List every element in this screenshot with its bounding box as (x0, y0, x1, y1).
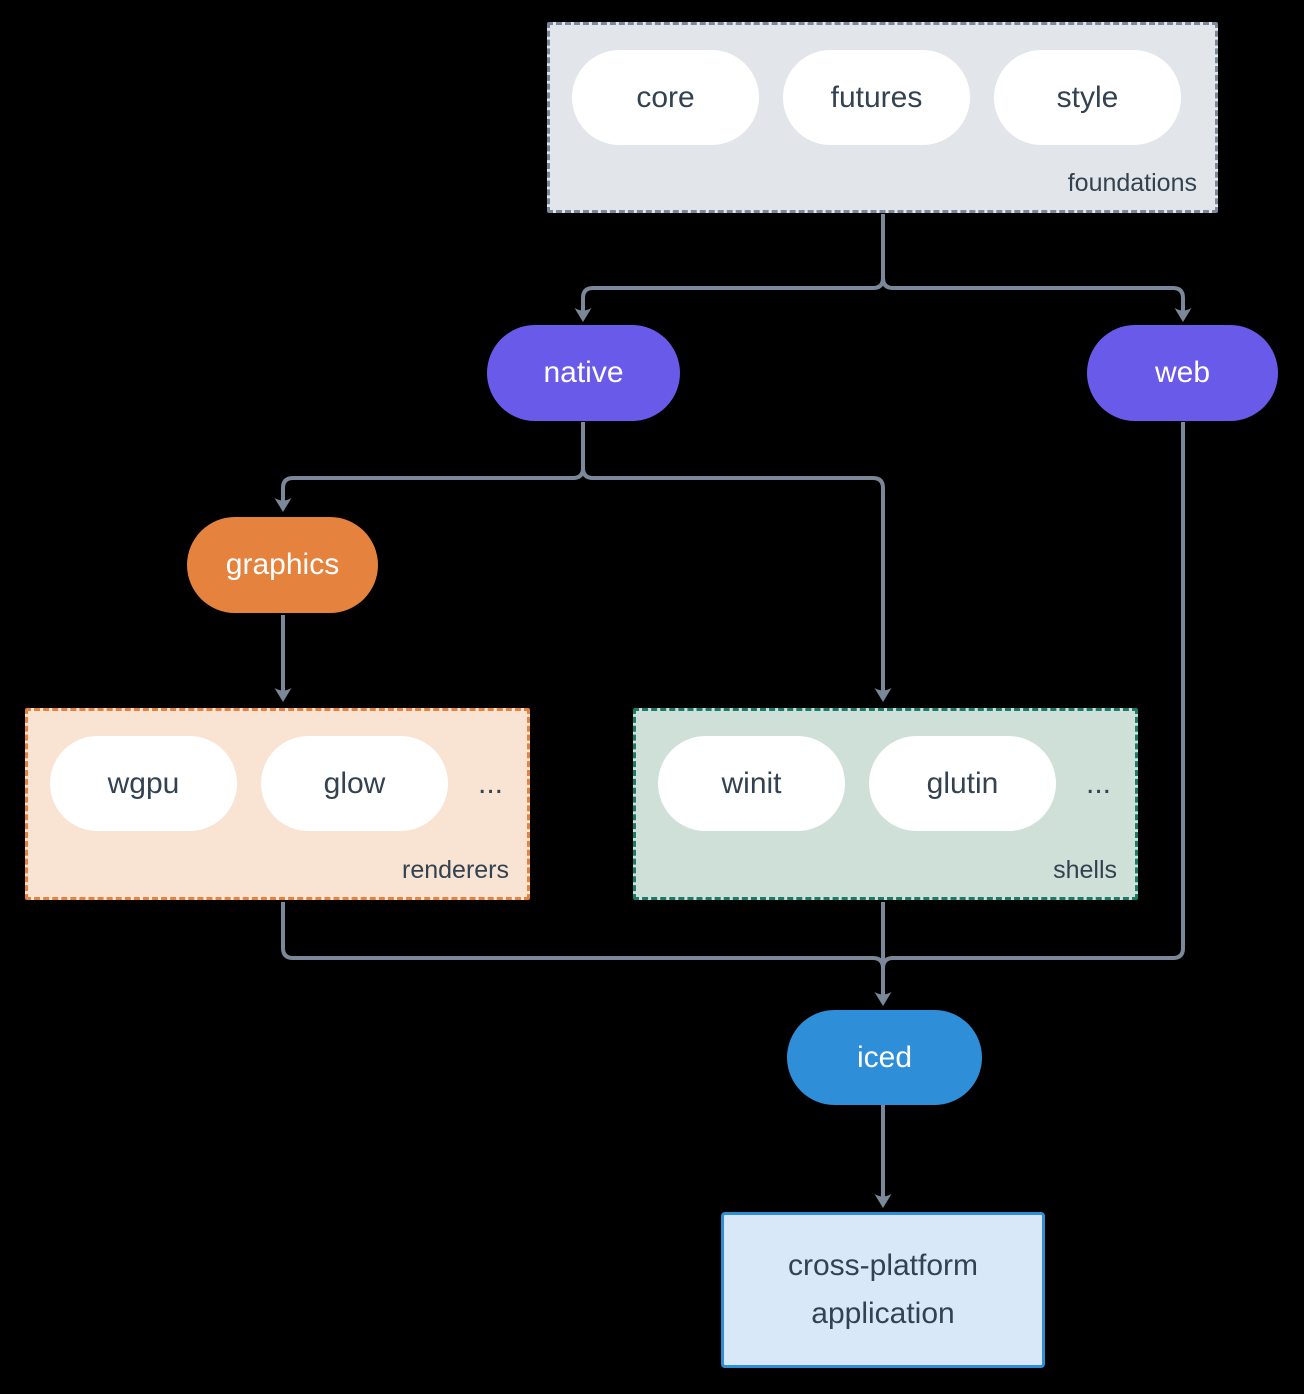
node-wgpu: wgpu (50, 736, 237, 831)
edge-foundations-native (581, 214, 885, 312)
arrowhead-shells (874, 688, 892, 702)
node-native: native (487, 325, 680, 421)
node-glutin: glutin (869, 736, 1056, 831)
node-graphics: graphics (187, 517, 378, 613)
edge-native-graphics (281, 422, 585, 502)
arrowhead-renderers (274, 688, 292, 702)
arrowhead-native (574, 308, 592, 322)
application-box: cross-platform application (721, 1212, 1045, 1368)
node-futures: futures (783, 50, 970, 145)
renderers-label: renderers (402, 856, 509, 884)
foundations-label: foundations (1067, 169, 1197, 197)
node-core: core (572, 50, 759, 145)
node-glow: glow (261, 736, 448, 831)
arrowhead-web (1174, 308, 1192, 322)
edge-native-shells (581, 422, 885, 692)
arrowhead-graphics (274, 498, 292, 512)
renderers-ellipsis: ... (478, 766, 504, 800)
foundations-group: core futures style foundations (547, 22, 1218, 213)
arrowhead-iced (874, 992, 892, 1006)
node-iced: iced (787, 1010, 982, 1105)
node-winit: winit (658, 736, 845, 831)
foundations-pill-row: core futures style (550, 25, 1215, 145)
node-web: web (1087, 325, 1278, 421)
renderers-pill-row: wgpu glow ... (28, 711, 527, 831)
shells-group: winit glutin ... shells (633, 708, 1138, 900)
arrowhead-application (874, 1194, 892, 1208)
node-style: style (994, 50, 1181, 145)
renderers-group: wgpu glow ... renderers (25, 708, 530, 900)
shells-pill-row: winit glutin ... (636, 711, 1135, 831)
shells-ellipsis: ... (1086, 766, 1112, 800)
application-label: cross-platform application (787, 1249, 979, 1330)
edge-foundations-web (881, 214, 1185, 312)
edge-renderers-iced (281, 902, 885, 969)
shells-label: shells (1053, 856, 1117, 884)
